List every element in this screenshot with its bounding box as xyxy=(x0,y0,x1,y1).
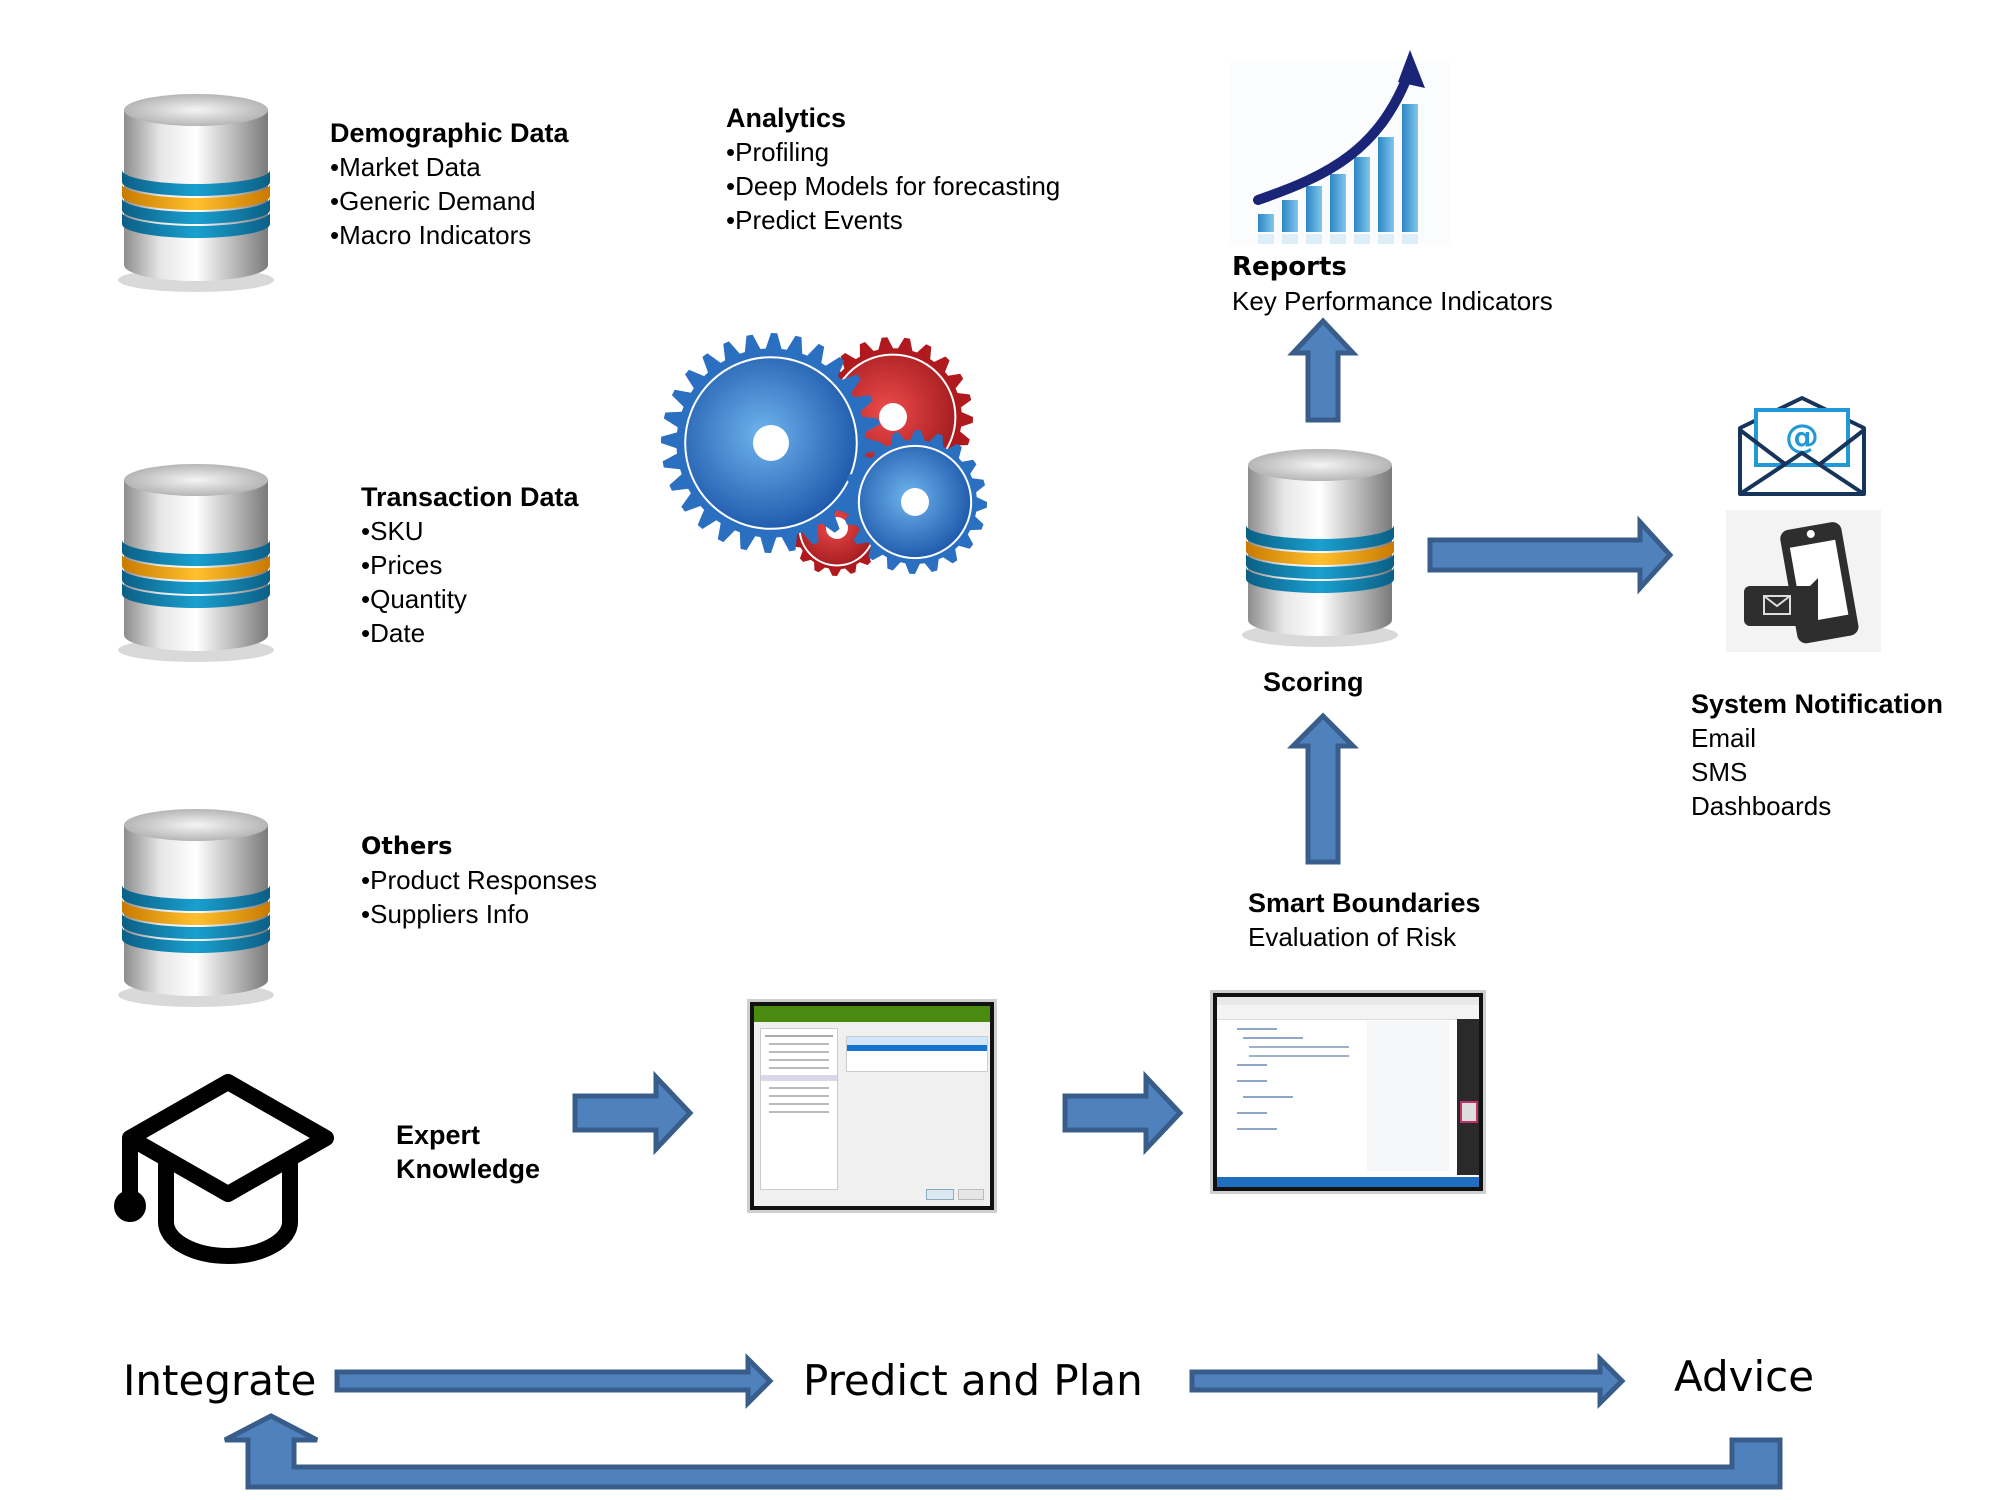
scoring-label: Scoring xyxy=(1263,667,1364,697)
arrow-boundaries-to-scoring xyxy=(1286,712,1360,865)
kpi-icon-bar xyxy=(1330,174,1346,232)
notification-item: SMS xyxy=(1691,757,1748,787)
arrow-scoring-to-reports xyxy=(1287,317,1359,423)
kpi-icon-bar xyxy=(1402,104,1418,232)
demographic-data-block: Demographic Data •Market Data •Generic D… xyxy=(330,116,569,252)
mobile-sms-icon xyxy=(1726,510,1881,652)
notification-item: Dashboards xyxy=(1691,791,1832,821)
database-icon-transaction xyxy=(118,464,274,662)
demographic-title: Demographic Data xyxy=(330,118,569,148)
arrow-predict-to-advice xyxy=(1189,1352,1626,1410)
reports-title: Reports xyxy=(1232,252,1347,282)
analytics-title: Analytics xyxy=(726,103,847,133)
dialog-list xyxy=(846,1036,988,1072)
gear-blue-large xyxy=(661,333,881,553)
demographic-item: •Macro Indicators xyxy=(330,220,532,250)
analytics-block: Analytics •Profiling •Deep Models for fo… xyxy=(726,101,1060,237)
arrow-scoring-to-notification xyxy=(1427,515,1674,595)
analytics-item: •Profiling xyxy=(726,137,830,167)
stage-integrate: Integrate xyxy=(123,1356,317,1405)
kpi-icon-bar xyxy=(1354,157,1370,232)
kpi-icon-bar xyxy=(1282,200,1298,232)
smart-boundaries-title: Smart Boundaries xyxy=(1248,888,1481,918)
dialog-screenshot-thumbnail xyxy=(750,1002,994,1210)
kpi-icon-bar xyxy=(1378,137,1394,232)
kpi-icon-bar-reflection xyxy=(1354,234,1370,244)
demographic-item: •Generic Demand xyxy=(330,186,536,216)
others-data-block: Others •Product Responses •Suppliers Inf… xyxy=(361,829,597,931)
editor-toolbar xyxy=(1217,1005,1479,1020)
kpi-icon-bar xyxy=(1258,214,1274,232)
dialog-ok-button xyxy=(926,1189,954,1200)
expert-knowledge-block: Expert Knowledge xyxy=(396,1118,540,1186)
database-icon-demographic xyxy=(118,94,274,292)
demographic-item: •Market Data xyxy=(330,152,481,182)
dialog-cancel-button xyxy=(958,1189,984,1200)
analytics-item: •Predict Events xyxy=(726,205,903,235)
dialog-tree-pane xyxy=(760,1028,838,1190)
analytics-item: •Deep Models for forecasting xyxy=(726,171,1061,201)
others-item: •Suppliers Info xyxy=(361,899,530,929)
editor-code-pane xyxy=(1217,1021,1367,1171)
database-icon-scoring xyxy=(1242,449,1398,647)
svg-text:@: @ xyxy=(1785,417,1819,457)
gear-blue-small xyxy=(843,430,987,574)
stage-advice: Advice xyxy=(1674,1352,1815,1401)
kpi-icon-bar-reflection xyxy=(1306,234,1322,244)
arrow-dialog-to-editor xyxy=(1062,1070,1184,1156)
others-title: Others xyxy=(361,832,453,860)
transaction-item: •SKU xyxy=(361,516,424,546)
reports-subtitle: Key Performance Indicators xyxy=(1232,286,1553,316)
graduation-cap-icon xyxy=(114,1074,334,1264)
growth-chart-icon xyxy=(1230,50,1450,245)
arrow-expert-to-dialog xyxy=(572,1070,694,1156)
email-icon: @ xyxy=(1738,396,1866,496)
system-notification-block: System Notification Email SMS Dashboards xyxy=(1691,687,1943,823)
reports-block: Reports Key Performance Indicators xyxy=(1232,250,1553,318)
kpi-icon-bar xyxy=(1306,186,1322,232)
dialog-titlebar xyxy=(754,1006,990,1022)
notification-title: System Notification xyxy=(1691,689,1944,719)
editor-titlebar xyxy=(1217,997,1479,1005)
editor-statusbar xyxy=(1217,1177,1479,1187)
transaction-item: •Prices xyxy=(361,550,443,580)
expert-line2: Knowledge xyxy=(396,1154,541,1184)
stage-predict-and-plan: Predict and Plan xyxy=(803,1356,1143,1405)
smart-boundaries-subtitle: Evaluation of Risk xyxy=(1248,922,1457,952)
code-editor-screenshot-thumbnail xyxy=(1213,993,1483,1191)
kpi-icon-bar-reflection xyxy=(1330,234,1346,244)
others-item: •Product Responses xyxy=(361,865,598,895)
kpi-icon-bar-reflection xyxy=(1258,234,1274,244)
transaction-title: Transaction Data xyxy=(361,482,579,512)
editor-sidebar xyxy=(1457,1019,1479,1175)
transaction-item: •Quantity xyxy=(361,584,467,614)
kpi-icon-bar-reflection xyxy=(1378,234,1394,244)
transaction-item: •Date xyxy=(361,618,426,648)
gears-icon xyxy=(661,333,987,576)
notification-item: Email xyxy=(1691,723,1757,753)
transaction-data-block: Transaction Data •SKU •Prices •Quantity … xyxy=(361,480,579,650)
arrow-integrate-to-predict xyxy=(334,1352,774,1410)
kpi-icon-bar-reflection xyxy=(1282,234,1298,244)
editor-outline-pane xyxy=(1367,1021,1449,1171)
smart-boundaries-block: Smart Boundaries Evaluation of Risk xyxy=(1248,886,1481,954)
kpi-icon-bar-reflection xyxy=(1402,234,1418,244)
expert-line1: Expert xyxy=(396,1120,481,1150)
database-icon-others xyxy=(118,809,274,1007)
arrow-feedback-advice-to-integrate xyxy=(223,1413,1783,1490)
